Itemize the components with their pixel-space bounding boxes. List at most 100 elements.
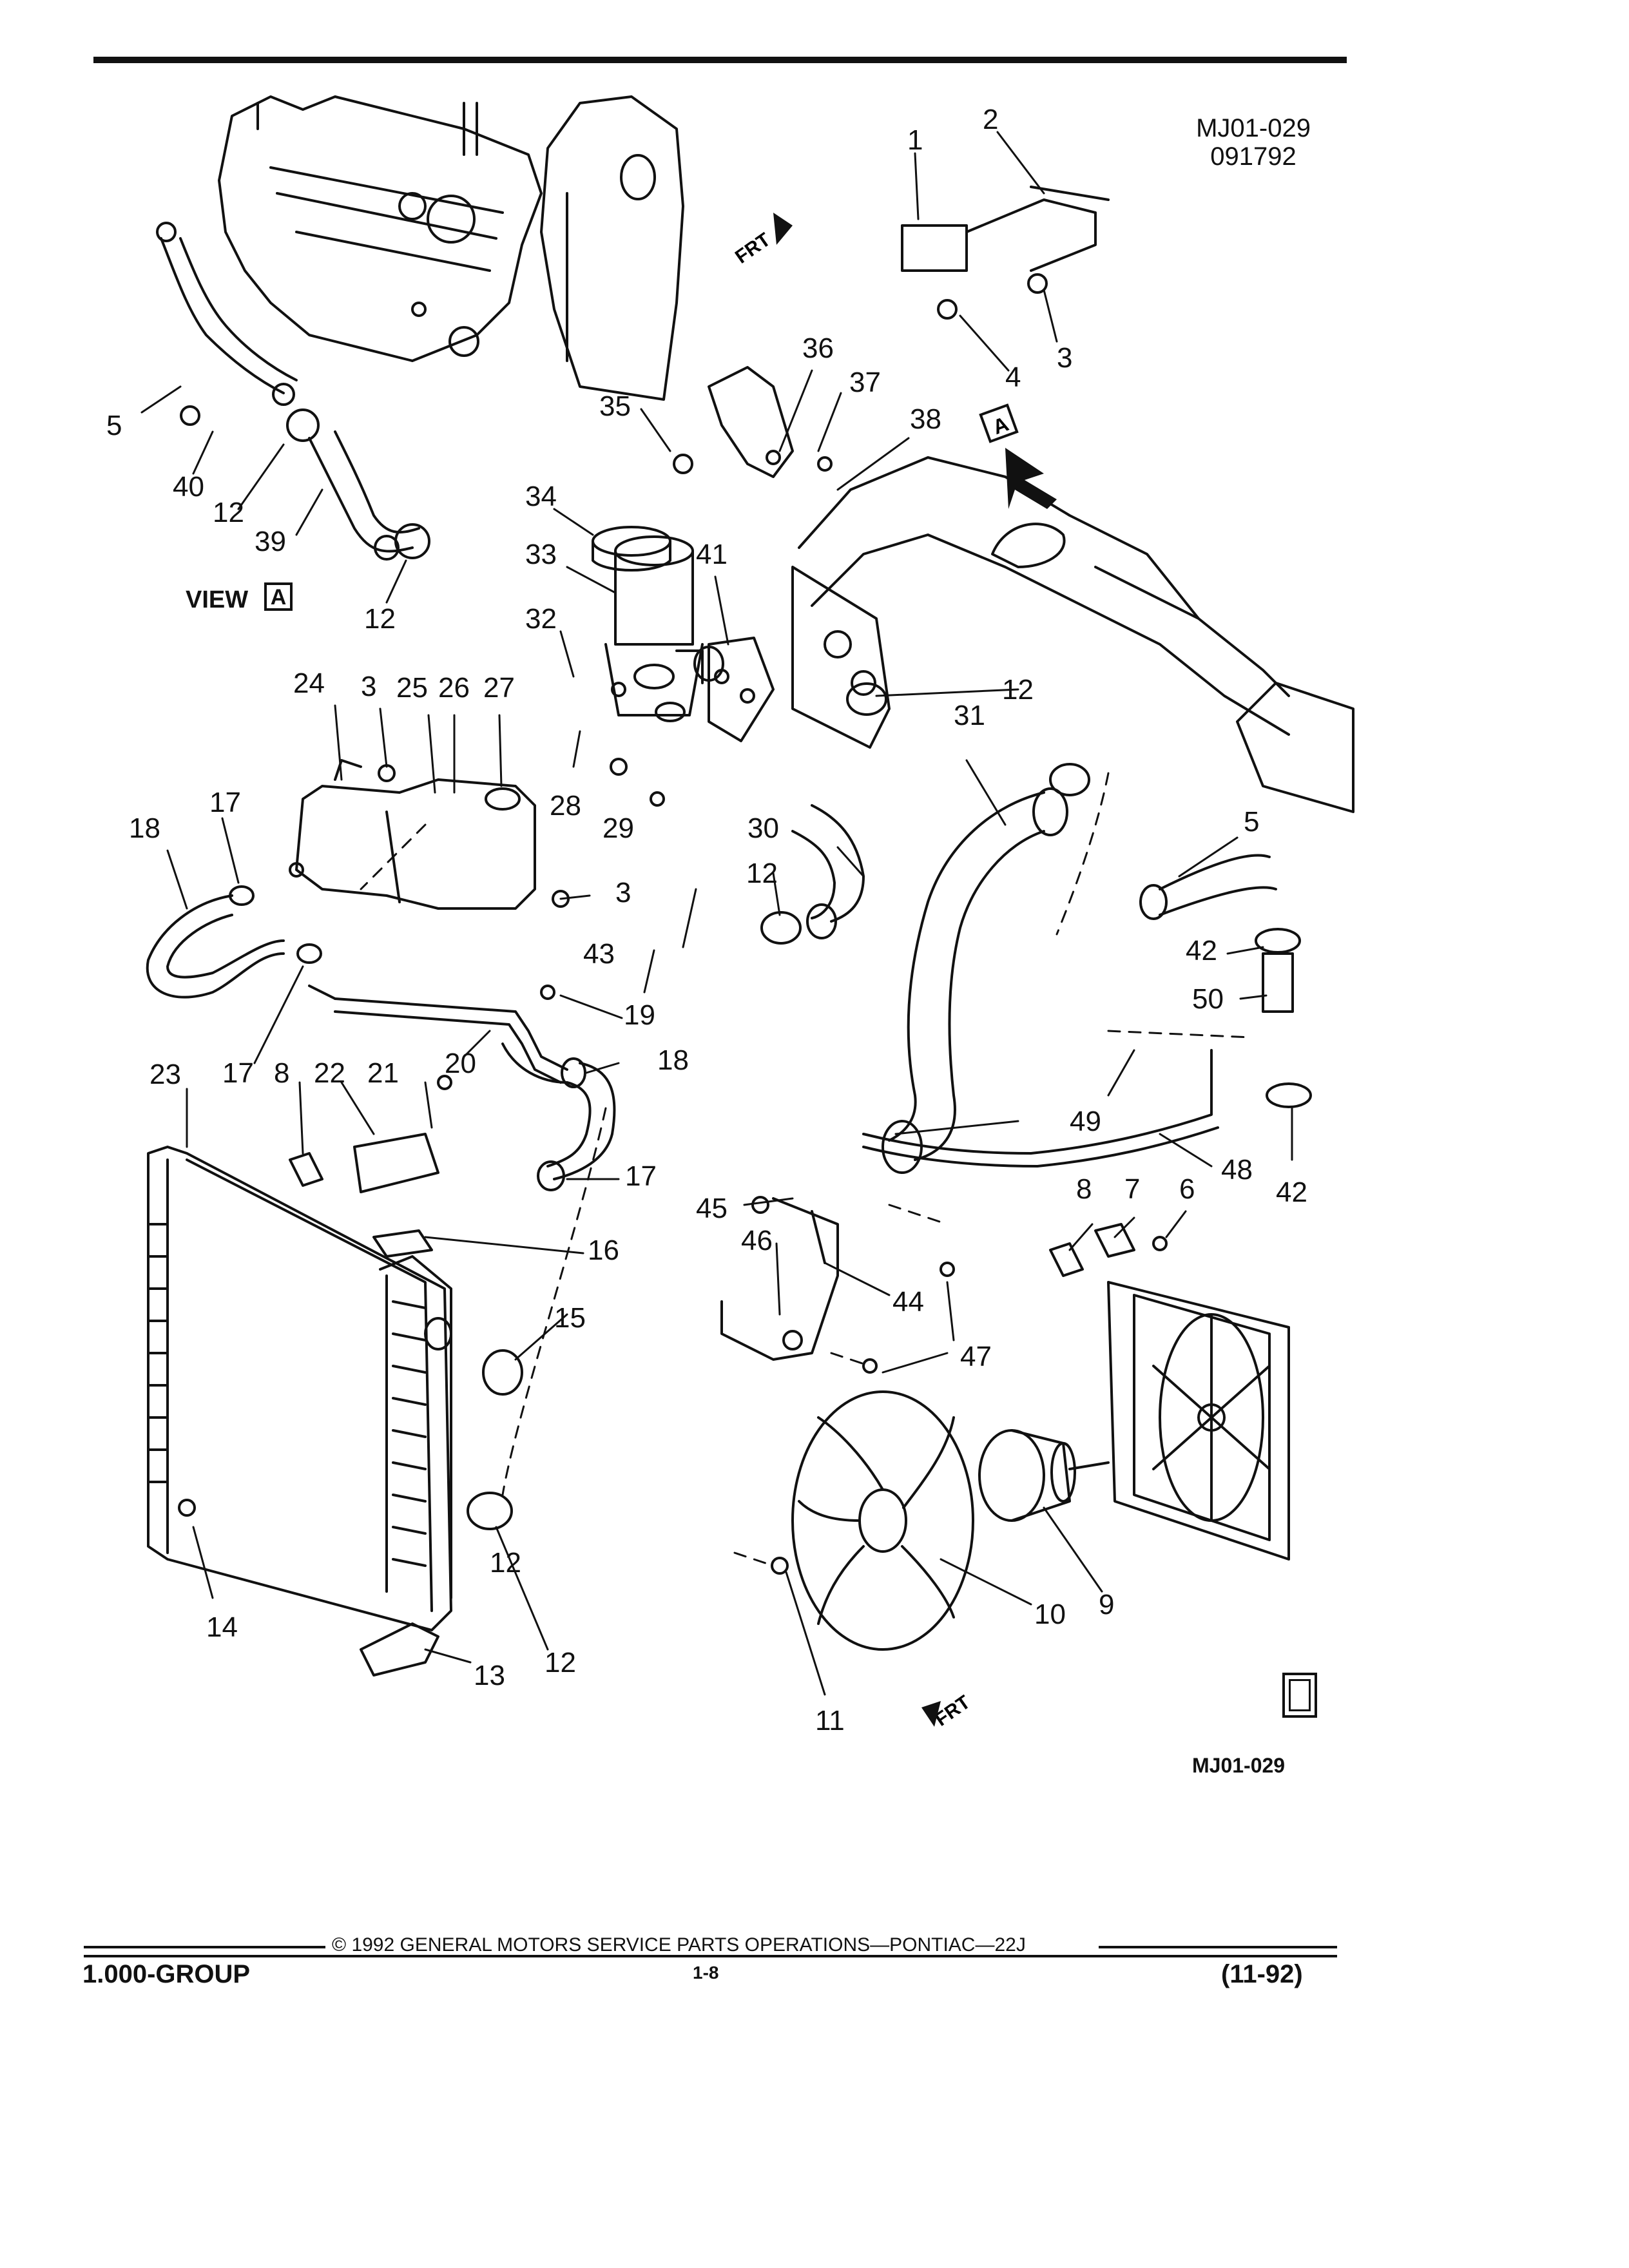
hose-18-right (538, 1059, 614, 1190)
top-rule (93, 57, 1347, 63)
fan-shroud (1108, 1282, 1289, 1559)
callout-19: 19 (624, 999, 655, 1031)
leader-lines (142, 132, 1292, 1695)
hose-31 (883, 789, 1067, 1173)
engine-upper-right (793, 457, 1353, 812)
callout-7: 7 (1124, 1173, 1140, 1205)
small-brackets (290, 1134, 1134, 1675)
callout-17-b: 17 (222, 1057, 254, 1089)
callout-48: 48 (1221, 1154, 1253, 1186)
callout-36: 36 (802, 332, 834, 364)
callout-10: 10 (1034, 1599, 1066, 1630)
footer-page-number: 1-8 (693, 1963, 719, 1983)
callout-39: 39 (255, 526, 286, 557)
callout-3-tank: 3 (361, 671, 376, 702)
callout-44: 44 (892, 1286, 924, 1318)
gm-spo-logo-mark (1289, 1679, 1311, 1711)
hose-5-right (1141, 855, 1311, 1107)
callout-6: 6 (1179, 1173, 1195, 1205)
callout-42-upper: 42 (1186, 935, 1217, 966)
callout-40: 40 (173, 471, 204, 503)
callout-17-a: 17 (209, 787, 241, 818)
view-a-letter-box: A (264, 582, 293, 611)
callout-23: 23 (149, 1059, 181, 1090)
callout-34: 34 (525, 481, 557, 512)
callout-12-d: 12 (746, 858, 778, 889)
callout-42-lower: 42 (1276, 1177, 1307, 1208)
figure-reference-code: MJ01-029 (1196, 114, 1311, 142)
callout-21: 21 (367, 1057, 399, 1089)
fan-blade-10 (793, 1392, 973, 1649)
callout-5-right: 5 (1244, 806, 1259, 838)
callout-22: 22 (314, 1057, 345, 1089)
callout-11: 11 (815, 1705, 845, 1736)
front-arrow-lower: FRT (921, 1691, 974, 1731)
callout-3-relay: 3 (1057, 342, 1072, 374)
callout-50: 50 (1192, 983, 1224, 1015)
front-arrow-upper-label: FRT (731, 229, 775, 267)
callout-24: 24 (293, 668, 325, 699)
figure-bottom-code: MJ01-029 (1192, 1754, 1286, 1777)
footer-copyright: © 1992 GENERAL MOTORS SERVICE PARTS OPER… (332, 1934, 1026, 1956)
callout-12-e: 12 (1002, 674, 1034, 706)
callout-49: 49 (1070, 1106, 1101, 1137)
callout-33: 33 (525, 539, 557, 570)
surge-tank-24 (290, 760, 535, 908)
callout-25: 25 (396, 672, 428, 704)
bracket-44 (722, 1197, 838, 1360)
view-a-label: VIEW (186, 586, 249, 613)
callout-12-a: 12 (213, 497, 244, 528)
cooler-lines-20 (309, 986, 567, 1082)
bracket-36 (709, 367, 793, 477)
callout-28: 28 (550, 790, 581, 822)
radiator-cap-34 (593, 527, 670, 570)
callout-15: 15 (554, 1302, 586, 1334)
callout-8-right: 8 (1076, 1173, 1092, 1205)
relay-and-bracket (902, 187, 1108, 318)
callout-9: 9 (1099, 1589, 1114, 1620)
callout-18-a: 18 (129, 812, 160, 844)
callout-17-c: 17 (625, 1160, 657, 1192)
hose-18-left (148, 896, 284, 997)
callout-32: 32 (525, 603, 557, 635)
front-arrow-upper: FRT (731, 213, 793, 268)
callout-38: 38 (910, 403, 941, 435)
view-a-marker: A (981, 405, 1057, 509)
callout-37: 37 (849, 367, 881, 398)
hose-clamps (230, 684, 1089, 1529)
callout-1: 1 (907, 124, 923, 156)
hose-30 (793, 805, 863, 938)
callout-45: 45 (696, 1193, 728, 1224)
hose-48 (863, 1050, 1218, 1166)
callout-16: 16 (588, 1235, 619, 1266)
callout-12-c: 12 (545, 1647, 576, 1678)
callout-29: 29 (602, 812, 634, 844)
callout-4: 4 (1005, 361, 1021, 393)
engine-block-drawing (219, 97, 541, 361)
callout-35: 35 (599, 390, 631, 422)
callout-27: 27 (483, 672, 515, 704)
callout-3-lower: 3 (615, 877, 631, 908)
callout-41: 41 (696, 539, 728, 570)
gm-spo-logo (1282, 1673, 1317, 1718)
callout-2: 2 (983, 104, 998, 135)
callout-5-upper: 5 (106, 410, 122, 441)
callout-46: 46 (741, 1225, 773, 1256)
callout-31: 31 (954, 700, 985, 731)
fasteners (179, 407, 1166, 1573)
radiator-23 (148, 1147, 451, 1630)
callout-18-b: 18 (657, 1044, 689, 1076)
footer-revision-date: (11-92) (1221, 1960, 1303, 1988)
callout-14: 14 (206, 1611, 238, 1643)
callout-8-left: 8 (274, 1057, 289, 1089)
callout-30: 30 (747, 812, 779, 844)
callout-12-b: 12 (364, 603, 396, 635)
callout-43: 43 (583, 938, 615, 970)
hose-39 (287, 410, 429, 559)
timing-cover-bracket (541, 97, 683, 399)
dashed-connectors (361, 773, 1250, 1566)
callout-13: 13 (474, 1660, 505, 1691)
figure-reference-date: 091792 (1210, 142, 1296, 171)
callout-20: 20 (445, 1048, 476, 1079)
